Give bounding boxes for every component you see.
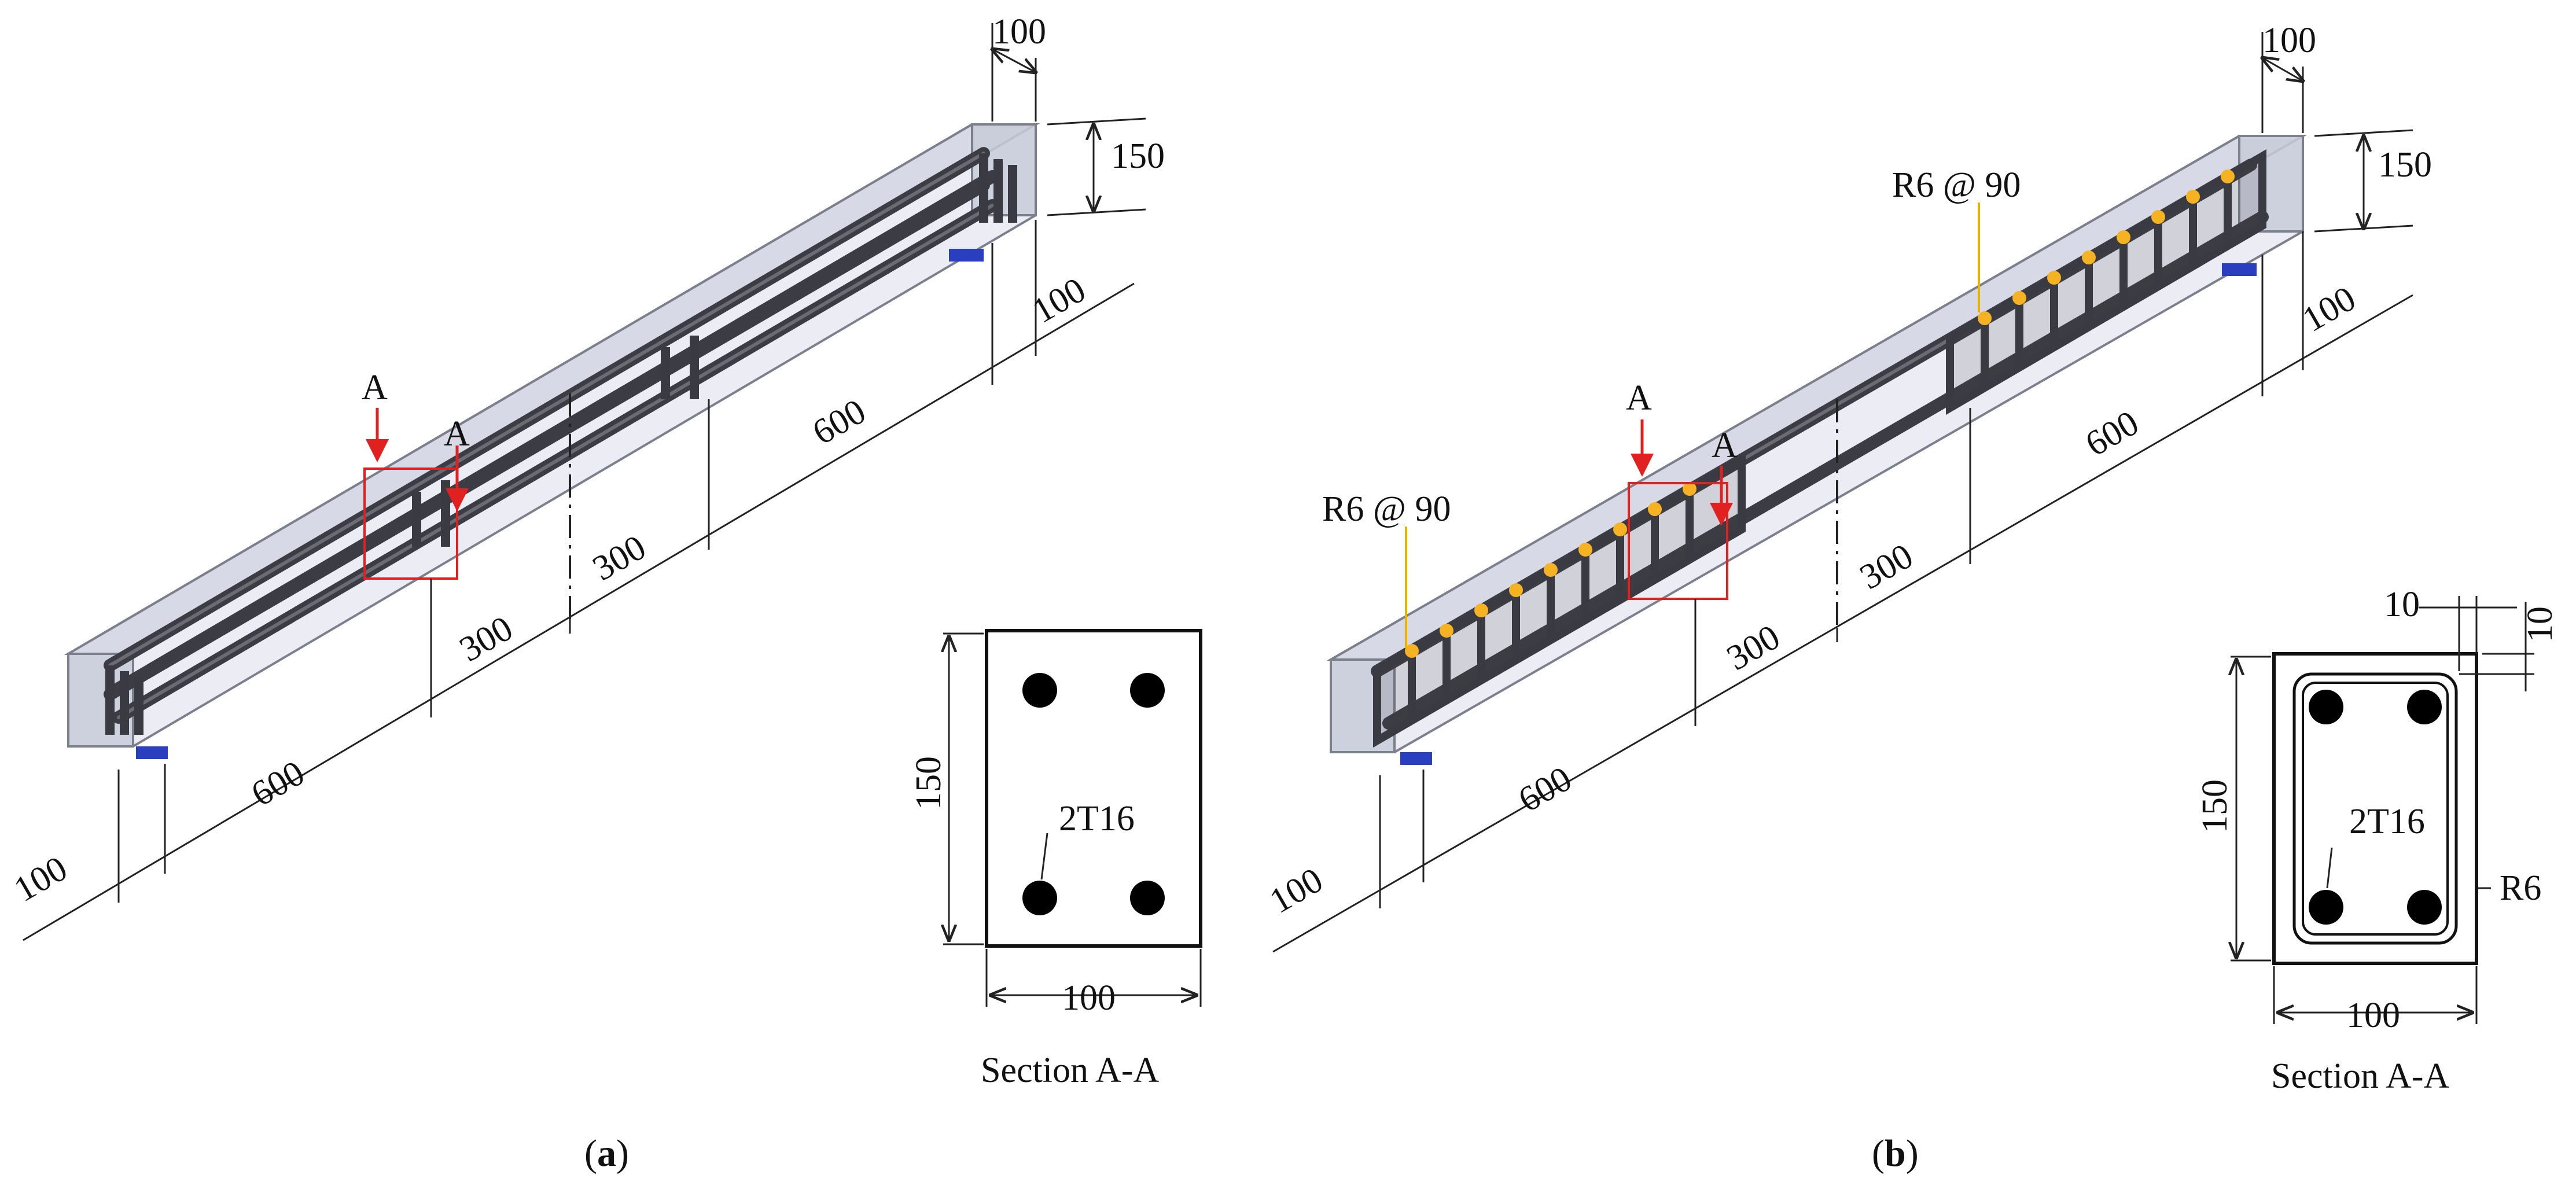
dim-mid-left-a: 300 bbox=[453, 609, 520, 669]
dim-top-depth-b: 150 bbox=[2378, 145, 2432, 185]
caption-a: (a) bbox=[584, 1132, 629, 1175]
dim-mid-left-b: 300 bbox=[1720, 617, 1787, 678]
section-width-a: 100 bbox=[1062, 978, 1116, 1018]
section-stirrup-outer-b bbox=[2292, 672, 2458, 945]
section-bars-b: 2T16 bbox=[2349, 802, 2425, 841]
cut-label-b-1: A bbox=[1626, 378, 1652, 418]
dim-end-left-b: 100 bbox=[1263, 860, 1330, 921]
dim-top-depth-a: 150 bbox=[1111, 137, 1165, 176]
rebar-bottom-left-a bbox=[1022, 881, 1057, 915]
dim-top-width-b: 100 bbox=[2262, 21, 2316, 60]
support-plate-left-b bbox=[1400, 752, 1432, 765]
cut-label-b-2: A bbox=[1712, 426, 1738, 465]
rebar-top-right-a bbox=[1130, 673, 1165, 708]
section-bars-a: 2T16 bbox=[1059, 799, 1135, 838]
support-plate-right-a bbox=[949, 249, 984, 262]
cross-section-b bbox=[2231, 596, 2534, 1024]
section-depth-a: 150 bbox=[909, 756, 948, 810]
rebar-top-left-a bbox=[1022, 673, 1057, 708]
dim-mid-right-a: 300 bbox=[586, 528, 653, 588]
cut-label-a-2: A bbox=[444, 414, 470, 454]
section-cover-y-b: 10 bbox=[2520, 606, 2560, 642]
rebar-top-right-b bbox=[2407, 690, 2442, 724]
section-outline-b bbox=[2272, 652, 2478, 965]
beam-a-rebar bbox=[104, 147, 999, 724]
dimension-chain-a bbox=[23, 220, 1135, 941]
cut-label-a-1: A bbox=[362, 368, 388, 407]
dim-mid-right-b: 300 bbox=[1853, 536, 1920, 597]
top-dimensions-a bbox=[992, 23, 1146, 216]
section-outline-a bbox=[985, 629, 1202, 948]
rebar-bottom-right-b bbox=[2407, 890, 2442, 925]
dimension-chain-b bbox=[1272, 231, 2413, 953]
section-stirrup-inner-b bbox=[2302, 682, 2449, 936]
stirrup-cage-right-b bbox=[1946, 149, 2266, 415]
dim-end-left-a: 100 bbox=[8, 849, 74, 910]
rebar-bottom-right-a bbox=[1130, 881, 1165, 915]
rebar-bottom-left-b bbox=[2309, 890, 2343, 925]
section-title-a: Section A-A bbox=[981, 1051, 1159, 1090]
cross-section-a bbox=[943, 629, 1202, 1007]
section-cut-a bbox=[363, 408, 469, 580]
stirrup-label-left-b: R6 @ 90 bbox=[1322, 489, 1451, 529]
section-cover-x-b: 10 bbox=[2384, 585, 2420, 624]
top-dimensions-b bbox=[2262, 32, 2413, 233]
support-plate-left-a bbox=[136, 746, 168, 759]
stirrup-label-right-b: R6 @ 90 bbox=[1892, 165, 2021, 205]
beam-a: A A bbox=[64, 123, 1040, 759]
panel-b: A A R6 @ 90 R6 @ 90 100 600 300 300 600 … bbox=[1263, 21, 2560, 1175]
support-plate-right-b bbox=[2222, 263, 2257, 276]
section-width-b: 100 bbox=[2346, 996, 2400, 1035]
dim-shear-left-b: 600 bbox=[1512, 759, 1578, 820]
dim-shear-left-a: 600 bbox=[245, 753, 311, 814]
section-depth-b: 150 bbox=[2195, 779, 2235, 833]
rebar-top-left-b bbox=[2309, 690, 2343, 724]
caption-b: (b) bbox=[1872, 1132, 1919, 1175]
beam-b: A A bbox=[1326, 135, 2308, 765]
section-cut-b bbox=[1628, 419, 1733, 600]
section-title-b: Section A-A bbox=[2271, 1057, 2449, 1096]
panel-a: A A 100 600 300 300 600 100 bbox=[8, 12, 1202, 1175]
dim-top-width-a: 100 bbox=[992, 12, 1046, 51]
section-stirrup-b: R6 bbox=[2500, 868, 2541, 908]
stirrup-cage-left-b bbox=[1373, 452, 1746, 748]
